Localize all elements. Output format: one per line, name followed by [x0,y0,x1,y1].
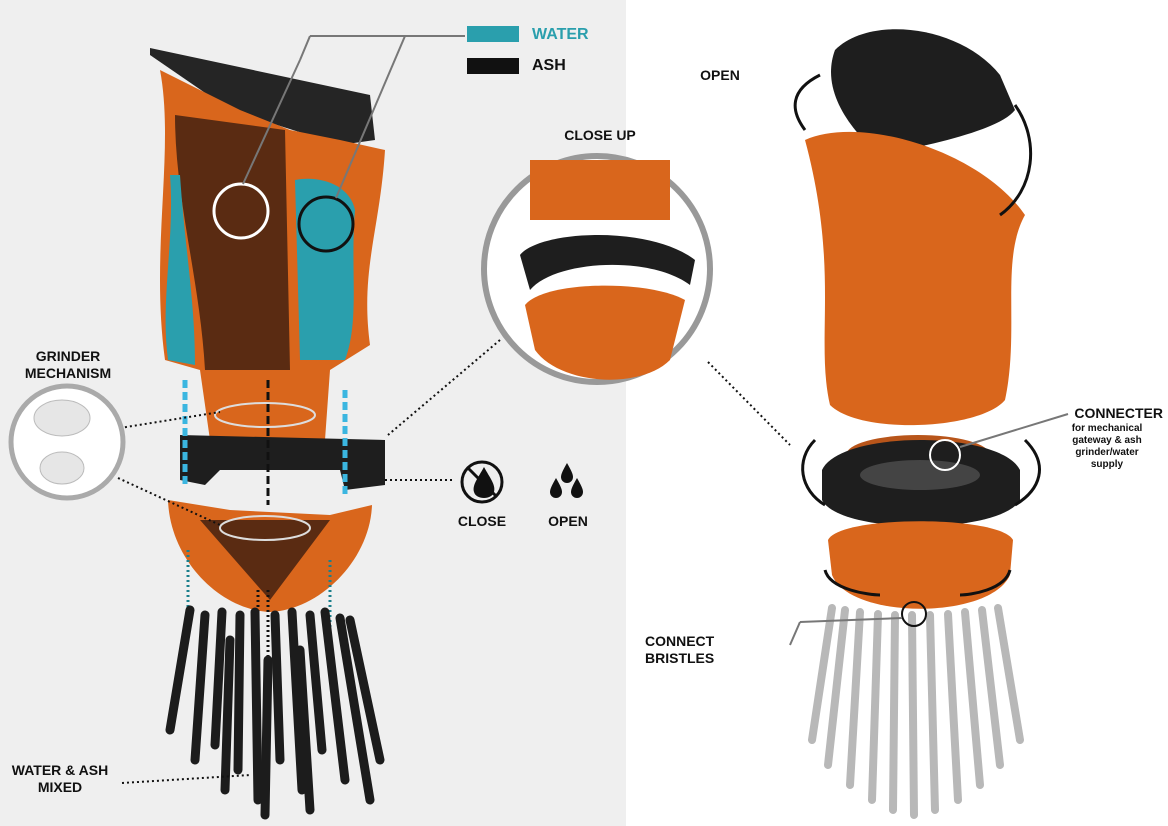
flow-arrows [182,380,348,505]
water-chamber-left [165,175,195,365]
assembled-product [789,29,1069,819]
water-drops-icon [550,463,583,498]
connecter-description: for mechanical gateway & ash grinder/wat… [1071,423,1143,470]
ash-chamber [175,115,290,370]
lid-open [831,29,1015,155]
water-chamber-right [295,178,355,360]
close-label: CLOSE [457,513,507,529]
legend-water-label: WATER [532,26,589,43]
no-water-icon [460,460,504,504]
gateway-ring-cutaway [180,435,385,490]
bristles-gray [808,604,1024,819]
rotation-arrows [793,73,1041,597]
water-callout-circle [297,195,355,253]
open-lid-label: OPEN [700,67,740,83]
vessel [805,131,1025,426]
legend-ash-swatch [467,58,519,74]
close-up-label: CLOSE UP [564,127,636,143]
grinder-mechanism-label: GRINDER MECHANISM [24,348,112,381]
lid-cutaway [150,48,375,145]
cutaway-assembly [8,35,465,820]
bowl [828,521,1013,609]
open-icon-label: OPEN [548,513,588,529]
legend-ash-label: ASH [532,57,566,74]
connecter-label: CONNECTER [1074,405,1163,421]
ash-callout-circle [212,182,270,240]
connect-bristles-label: CONNECT BRISTLES [645,633,715,666]
grinder-ring-orbit [214,402,316,428]
bowl-ash [200,520,330,600]
bristles-black [165,605,385,820]
close-up-inset [387,153,791,446]
legend-water-swatch [467,26,519,42]
water-ash-mixed-label: WATER & ASH MIXED [11,762,109,795]
